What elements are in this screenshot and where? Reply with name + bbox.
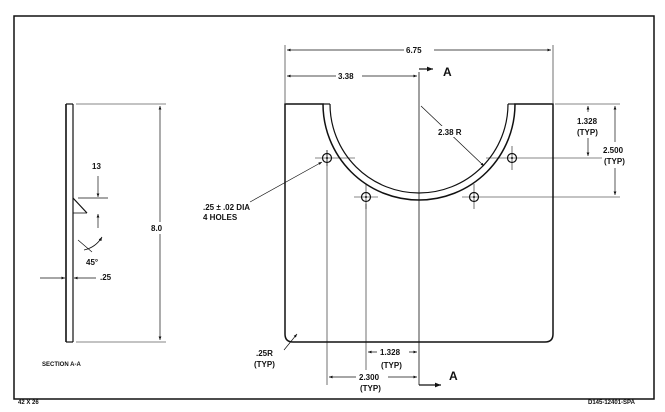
- section-marker-top: A: [443, 65, 452, 79]
- arc-radius-label: 2.38 R: [438, 128, 462, 137]
- corner-radius-value: .25R: [256, 349, 273, 358]
- hole-callout-line1: .25 ± .02 DIA: [203, 203, 250, 212]
- chamfer-line: [72, 197, 88, 214]
- thickness-label: .25: [100, 273, 112, 282]
- footer-left-code: 42 X 26: [18, 400, 39, 406]
- hole-callout-line2: 4 HOLES: [203, 213, 238, 222]
- section-caption: SECTION A-A: [42, 362, 81, 368]
- corner-radius-typ: (TYP): [254, 360, 275, 369]
- inner-hole-offset-typ: (TYP): [381, 361, 402, 370]
- drawing-number: D145-12401-SPA: [588, 400, 636, 406]
- angle-label: 45°: [86, 258, 98, 267]
- center-offset-label: 3.38: [338, 72, 354, 81]
- section-marker-bottom: A: [449, 369, 458, 383]
- hole-upper-right: [486, 146, 620, 170]
- plan-view: 6.75 3.38 A A 2.38 R: [203, 44, 630, 393]
- corner-radius-leader: [283, 333, 298, 351]
- drawing-frame: [13, 15, 655, 400]
- outer-hole-offset-value: 2.300: [359, 373, 380, 382]
- height-label: 8.0: [151, 224, 163, 233]
- angle-arc: [83, 236, 103, 251]
- hole-upper-left: [315, 150, 355, 166]
- inner-hole-offset-value: 1.328: [380, 348, 401, 357]
- section-view: 13 45° 8.0 .25 SECTION A-A: [40, 103, 168, 368]
- dim-13-label: 13: [92, 162, 101, 171]
- overall-width-label: 6.75: [406, 46, 422, 55]
- outer-hole-height-typ: (TYP): [604, 157, 625, 166]
- hole-lower-left: [354, 184, 378, 209]
- outer-hole-height-value: 2.500: [603, 146, 624, 155]
- hole-rise-value: 1.328: [577, 117, 598, 126]
- outer-hole-offset-typ: (TYP): [360, 384, 381, 393]
- hole-rise-typ: (TYP): [577, 128, 598, 137]
- mounting-holes: [315, 146, 620, 209]
- hole-callout-leader: [249, 161, 323, 203]
- hole-lower-right: [462, 184, 620, 209]
